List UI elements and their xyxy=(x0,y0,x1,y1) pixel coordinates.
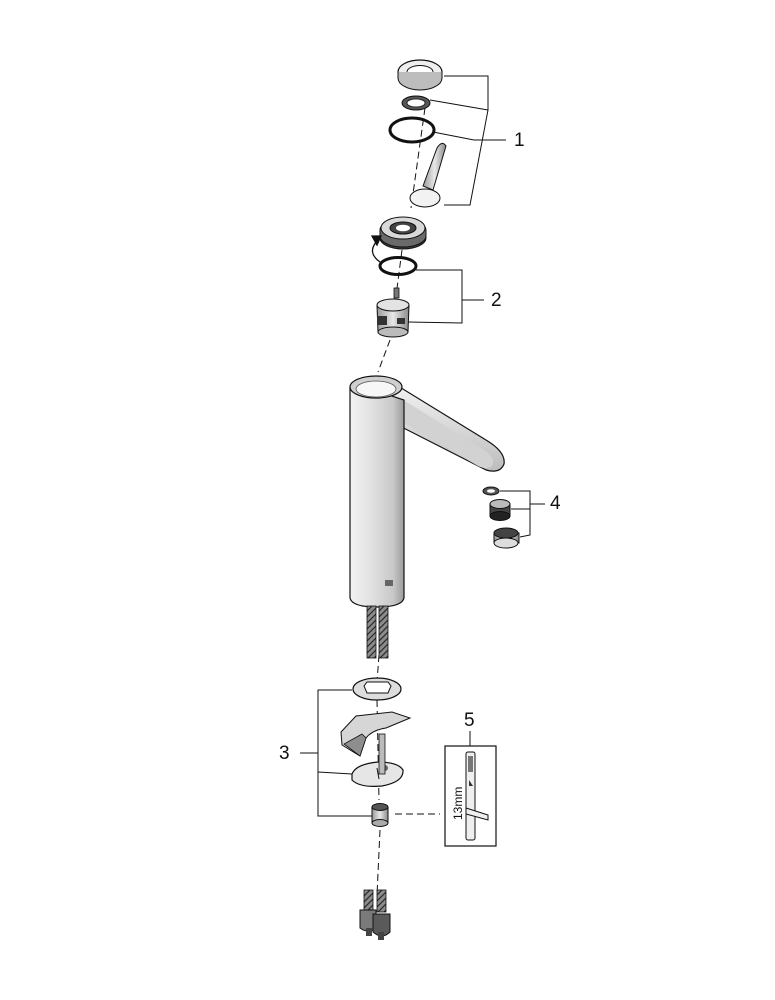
callout-3: 3 xyxy=(279,743,290,764)
lever-handle xyxy=(409,142,447,208)
hex-nut xyxy=(371,803,389,827)
aerator-housing xyxy=(493,527,520,549)
cartridge-nut xyxy=(379,216,427,250)
threaded-rod xyxy=(378,733,386,775)
aerator-washer xyxy=(482,486,500,496)
o-ring-large xyxy=(388,116,436,144)
tool-panel: 13mm xyxy=(444,731,497,847)
callout-1: 1 xyxy=(514,130,525,151)
o-ring-cartridge xyxy=(378,256,418,276)
tool-size-label: 13mm xyxy=(451,787,465,820)
mounting-washer xyxy=(352,677,402,701)
small-ring xyxy=(401,95,431,111)
cartridge xyxy=(376,287,410,338)
wrench-tool-icon xyxy=(465,751,489,841)
gasket-plate xyxy=(340,711,412,757)
supply-hoses-lower xyxy=(359,889,391,940)
callout-4: 4 xyxy=(550,493,561,514)
logo-mark-icon xyxy=(385,580,393,586)
horseshoe-bracket xyxy=(351,761,404,787)
cap-disc xyxy=(397,59,443,91)
callout-2: 2 xyxy=(491,290,502,311)
faucet-body xyxy=(349,375,505,608)
aerator-insert xyxy=(489,499,511,521)
callout-5: 5 xyxy=(464,710,475,731)
rotation-arrow-icon xyxy=(370,235,383,263)
supply-hoses-upper xyxy=(366,605,389,659)
leader-lines xyxy=(300,75,545,817)
